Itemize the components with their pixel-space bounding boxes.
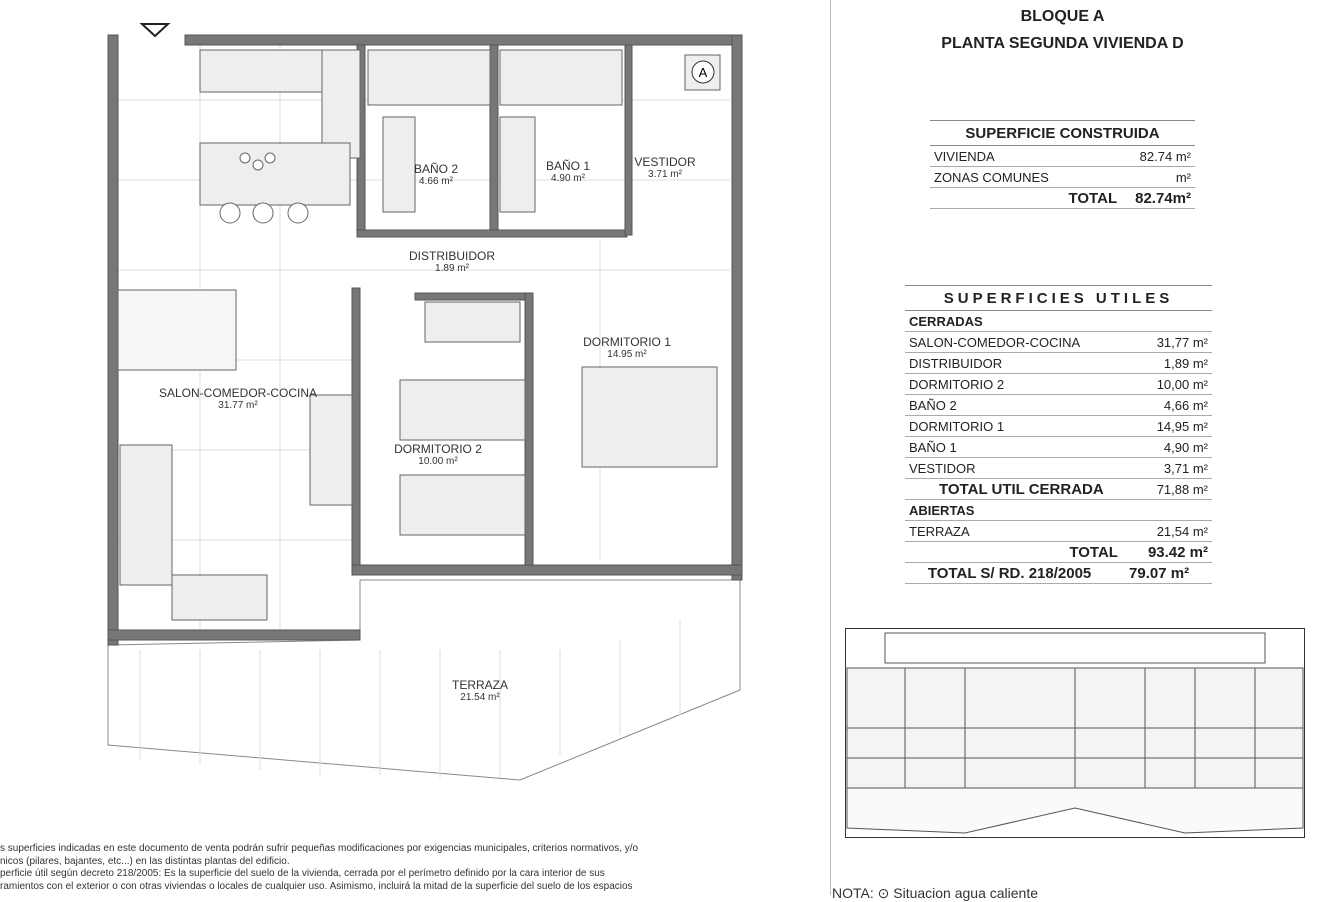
dining-table (117, 289, 237, 371)
wardrobe (424, 301, 521, 343)
bed-dorm2-b (399, 474, 526, 536)
legal-notes: s superficies indicadas en este document… (0, 843, 639, 892)
building-key-plan (845, 628, 1305, 838)
table-utiles: SUPERFICIES UTILES CERRADAS SALON-COMEDO… (905, 285, 1212, 584)
tv-unit (309, 394, 353, 506)
boiler-symbol: A (699, 65, 708, 80)
sink-bano1 (499, 116, 536, 213)
kitchen-island (199, 142, 351, 206)
bed-dorm1 (581, 366, 718, 468)
kitchen-sink (321, 49, 361, 159)
unit-title: PLANTA SEGUNDA VIVIENDA D (941, 35, 1184, 52)
divider (830, 0, 831, 895)
sink-bano2 (382, 116, 416, 213)
hot-water-note: NOTA: ⊙ Situacion agua caliente (832, 885, 1039, 901)
floor-plan: A (107, 23, 743, 781)
block-title: BLOQUE A (1020, 8, 1105, 25)
sofa (119, 444, 173, 586)
entrance-marker (139, 23, 171, 38)
bed-dorm2-a (399, 379, 526, 441)
